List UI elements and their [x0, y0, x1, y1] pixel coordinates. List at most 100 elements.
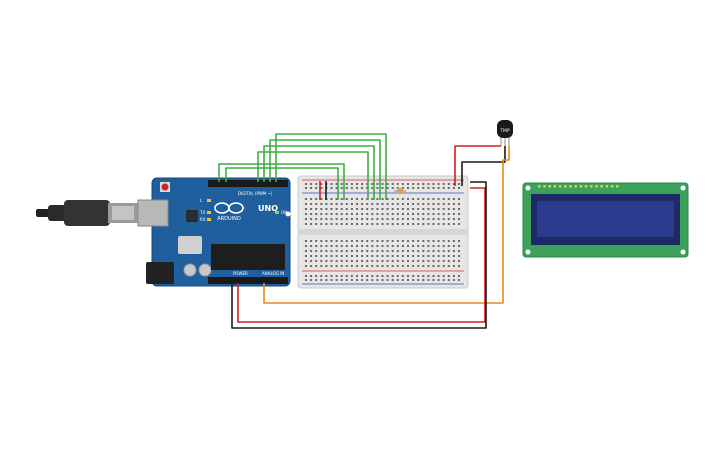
- breadboard-hole[interactable]: [320, 260, 323, 262]
- breadboard-hole[interactable]: [396, 218, 399, 220]
- usb-cable-icon[interactable]: [36, 200, 138, 226]
- breadboard-hole[interactable]: [345, 223, 348, 225]
- breadboard-hole[interactable]: [422, 279, 425, 281]
- breadboard-hole[interactable]: [386, 265, 389, 267]
- breadboard-hole[interactable]: [427, 183, 430, 185]
- resistor[interactable]: [394, 188, 406, 194]
- breadboard-hole[interactable]: [315, 218, 318, 220]
- breadboard-hole[interactable]: [391, 240, 394, 242]
- breadboard-hole[interactable]: [376, 250, 379, 252]
- breadboard-hole[interactable]: [437, 260, 440, 262]
- breadboard-hole[interactable]: [432, 250, 435, 252]
- breadboard-hole[interactable]: [340, 187, 343, 189]
- breadboard-hole[interactable]: [447, 260, 450, 262]
- breadboard-hole[interactable]: [401, 187, 404, 189]
- breadboard-hole[interactable]: [381, 250, 384, 252]
- breadboard-hole[interactable]: [432, 203, 435, 205]
- breadboard-hole[interactable]: [422, 255, 425, 257]
- arduino-uno-board[interactable]: ARDUINO UNO DIGITAL (PWM ~) POWER ANALOG…: [137, 177, 291, 287]
- breadboard-hole[interactable]: [437, 187, 440, 189]
- breadboard-hole[interactable]: [371, 245, 374, 247]
- breadboard-hole[interactable]: [422, 198, 425, 200]
- breadboard-hole[interactable]: [391, 255, 394, 257]
- breadboard-hole[interactable]: [437, 255, 440, 257]
- breadboard-hole[interactable]: [340, 279, 343, 281]
- breadboard-hole[interactable]: [376, 223, 379, 225]
- breadboard-hole[interactable]: [356, 198, 358, 200]
- breadboard-hole[interactable]: [366, 260, 369, 262]
- breadboard-hole[interactable]: [401, 265, 404, 267]
- breadboard-hole[interactable]: [407, 187, 409, 189]
- breadboard-hole[interactable]: [442, 203, 445, 205]
- breadboard-hole[interactable]: [376, 265, 379, 267]
- breadboard-hole[interactable]: [350, 187, 353, 189]
- breadboard-hole[interactable]: [412, 213, 415, 215]
- breadboard-hole[interactable]: [305, 213, 307, 215]
- breadboard-hole[interactable]: [437, 245, 440, 247]
- wires[interactable]: [218, 133, 510, 329]
- breadboard-hole[interactable]: [396, 245, 399, 247]
- breadboard-hole[interactable]: [376, 203, 379, 205]
- breadboard-hole[interactable]: [407, 240, 409, 242]
- breadboard-hole[interactable]: [376, 187, 379, 189]
- breadboard-hole[interactable]: [396, 203, 399, 205]
- breadboard-hole[interactable]: [401, 255, 404, 257]
- breadboard-hole[interactable]: [458, 198, 460, 200]
- breadboard-hole[interactable]: [417, 183, 420, 185]
- breadboard-hole[interactable]: [401, 203, 404, 205]
- breadboard-hole[interactable]: [381, 198, 384, 200]
- breadboard-hole[interactable]: [458, 187, 460, 189]
- breadboard-hole[interactable]: [320, 250, 323, 252]
- breadboard-hole[interactable]: [396, 223, 399, 225]
- breadboard-hole[interactable]: [447, 208, 450, 210]
- breadboard-hole[interactable]: [412, 183, 415, 185]
- breadboard-hole[interactable]: [371, 240, 374, 242]
- breadboard-hole[interactable]: [417, 245, 420, 247]
- lcd-pin[interactable]: [564, 185, 567, 188]
- breadboard-hole[interactable]: [376, 198, 379, 200]
- breadboard-hole[interactable]: [366, 265, 369, 267]
- breadboard-hole[interactable]: [315, 255, 318, 257]
- breadboard-hole[interactable]: [361, 203, 364, 205]
- breadboard-hole[interactable]: [345, 198, 348, 200]
- breadboard-hole[interactable]: [361, 223, 364, 225]
- breadboard-hole[interactable]: [320, 240, 323, 242]
- breadboard-hole[interactable]: [361, 255, 364, 257]
- breadboard-hole[interactable]: [401, 183, 404, 185]
- breadboard-hole[interactable]: [325, 265, 328, 267]
- breadboard-hole[interactable]: [386, 187, 389, 189]
- breadboard-hole[interactable]: [335, 250, 338, 252]
- breadboard-hole[interactable]: [447, 275, 450, 277]
- breadboard-hole[interactable]: [396, 255, 399, 257]
- breadboard-hole[interactable]: [391, 260, 394, 262]
- breadboard-hole[interactable]: [407, 213, 409, 215]
- breadboard-hole[interactable]: [391, 203, 394, 205]
- breadboard-hole[interactable]: [356, 208, 358, 210]
- lcd-module[interactable]: [522, 182, 689, 258]
- breadboard-hole[interactable]: [452, 265, 455, 267]
- breadboard-hole[interactable]: [335, 245, 338, 247]
- breadboard-hole[interactable]: [381, 265, 384, 267]
- breadboard-hole[interactable]: [361, 240, 364, 242]
- breadboard-hole[interactable]: [396, 208, 399, 210]
- breadboard-hole[interactable]: [442, 183, 445, 185]
- breadboard-hole[interactable]: [401, 275, 404, 277]
- breadboard-hole[interactable]: [315, 279, 318, 281]
- breadboard-hole[interactable]: [350, 203, 353, 205]
- breadboard-hole[interactable]: [391, 218, 394, 220]
- breadboard-hole[interactable]: [315, 260, 318, 262]
- breadboard-hole[interactable]: [305, 245, 307, 247]
- breadboard-hole[interactable]: [366, 255, 369, 257]
- breadboard-hole[interactable]: [310, 218, 313, 220]
- breadboard-hole[interactable]: [310, 255, 313, 257]
- breadboard-hole[interactable]: [432, 183, 435, 185]
- breadboard-hole[interactable]: [350, 208, 353, 210]
- breadboard-hole[interactable]: [310, 240, 313, 242]
- breadboard-hole[interactable]: [340, 255, 343, 257]
- breadboard-hole[interactable]: [442, 255, 445, 257]
- breadboard-hole[interactable]: [335, 218, 338, 220]
- breadboard-hole[interactable]: [381, 240, 384, 242]
- breadboard-hole[interactable]: [396, 265, 399, 267]
- breadboard-hole[interactable]: [356, 255, 358, 257]
- breadboard-hole[interactable]: [442, 265, 445, 267]
